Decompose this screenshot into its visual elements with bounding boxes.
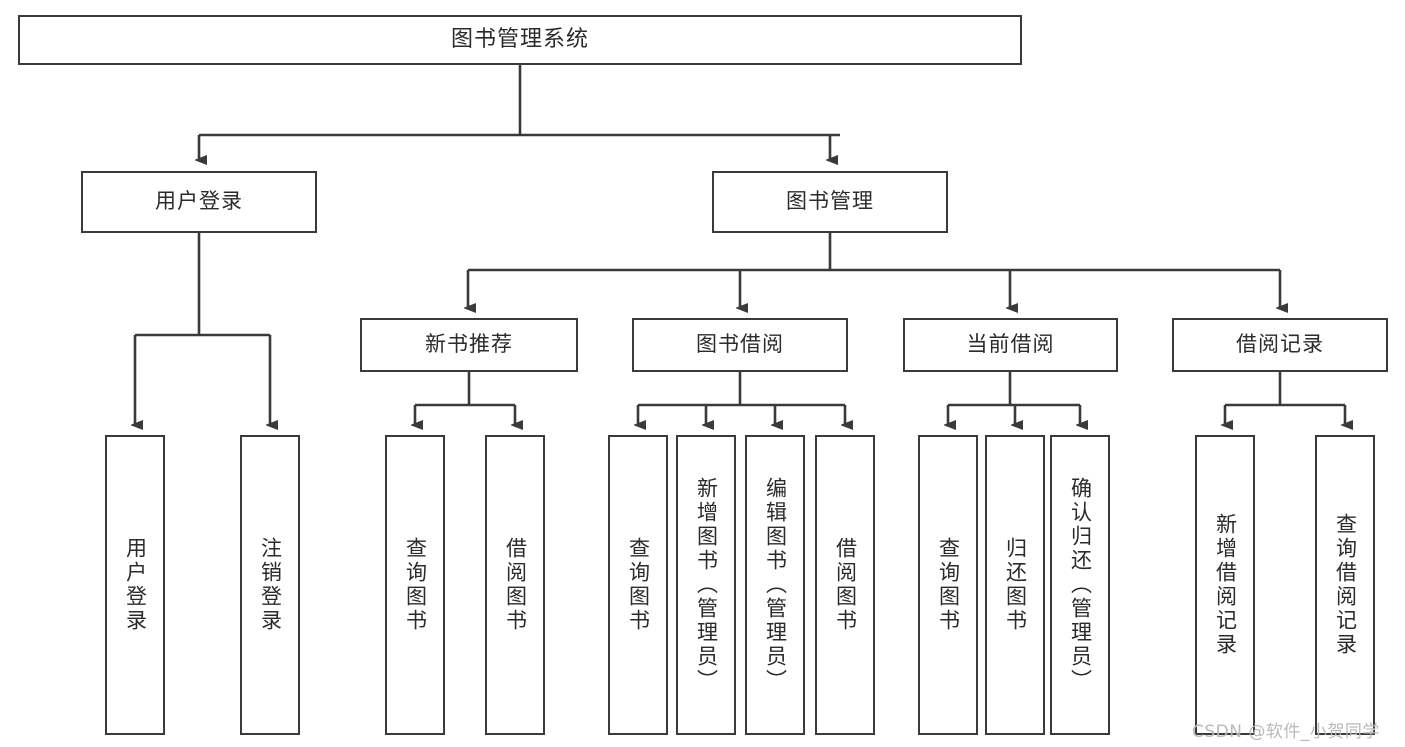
- leaf-user-login[interactable]: 用户登录: [105, 435, 165, 735]
- node-book-management[interactable]: 图书管理: [712, 171, 948, 233]
- leaf-query-book-borrow[interactable]: 查询图书: [608, 435, 668, 735]
- node-borrow-record-label: 借阅记录: [1236, 332, 1324, 357]
- leaf-query-book-newbook[interactable]: 查询图书: [385, 435, 445, 735]
- leaf-borrow-book-newbook[interactable]: 借阅图书: [485, 435, 545, 735]
- leaf-borrow-book-label: 借阅图书: [833, 537, 858, 633]
- node-new-book-recommend-label: 新书推荐: [425, 332, 513, 357]
- leaf-query-book-current-label: 查询图书: [936, 537, 961, 633]
- leaf-return-book-label: 归还图书: [1003, 537, 1028, 633]
- leaf-query-book-current[interactable]: 查询图书: [918, 435, 978, 735]
- node-current-borrow[interactable]: 当前借阅: [903, 318, 1118, 372]
- node-user-login[interactable]: 用户登录: [81, 171, 317, 233]
- leaf-query-book-borrow-label: 查询图书: [626, 537, 651, 633]
- leaf-borrow-book-newbook-label: 借阅图书: [503, 537, 528, 633]
- leaf-confirm-return-admin-label: 确认归还（管理员）: [1068, 477, 1093, 693]
- leaf-borrow-book[interactable]: 借阅图书: [815, 435, 875, 735]
- node-book-borrow[interactable]: 图书借阅: [632, 318, 848, 372]
- leaf-add-borrow-record-label: 新增借阅记录: [1213, 513, 1238, 657]
- leaf-add-borrow-record[interactable]: 新增借阅记录: [1195, 435, 1255, 735]
- leaf-add-book-admin-label: 新增图书（管理员）: [694, 477, 719, 693]
- leaf-logout[interactable]: 注销登录: [240, 435, 300, 735]
- node-current-borrow-label: 当前借阅: [966, 332, 1055, 357]
- leaf-logout-label: 注销登录: [258, 537, 283, 633]
- leaf-confirm-return-admin[interactable]: 确认归还（管理员）: [1050, 435, 1110, 735]
- watermark: CSDN @软件_小贺同学: [1192, 722, 1380, 742]
- leaf-query-borrow-record-label: 查询借阅记录: [1333, 513, 1358, 657]
- node-root[interactable]: 图书管理系统: [18, 15, 1022, 65]
- leaf-query-book-newbook-label: 查询图书: [403, 537, 428, 633]
- node-book-borrow-label: 图书借阅: [696, 332, 784, 357]
- node-user-login-label: 用户登录: [155, 189, 243, 214]
- leaf-query-borrow-record[interactable]: 查询借阅记录: [1315, 435, 1375, 735]
- node-borrow-record[interactable]: 借阅记录: [1172, 318, 1388, 372]
- node-book-management-label: 图书管理: [786, 189, 874, 214]
- leaf-add-book-admin[interactable]: 新增图书（管理员）: [676, 435, 736, 735]
- node-new-book-recommend[interactable]: 新书推荐: [360, 318, 578, 372]
- leaf-edit-book-admin[interactable]: 编辑图书（管理员）: [745, 435, 805, 735]
- leaf-user-login-label: 用户登录: [123, 537, 148, 633]
- node-root-label: 图书管理系统: [450, 26, 589, 52]
- leaf-return-book[interactable]: 归还图书: [985, 435, 1045, 735]
- leaf-edit-book-admin-label: 编辑图书（管理员）: [763, 477, 788, 693]
